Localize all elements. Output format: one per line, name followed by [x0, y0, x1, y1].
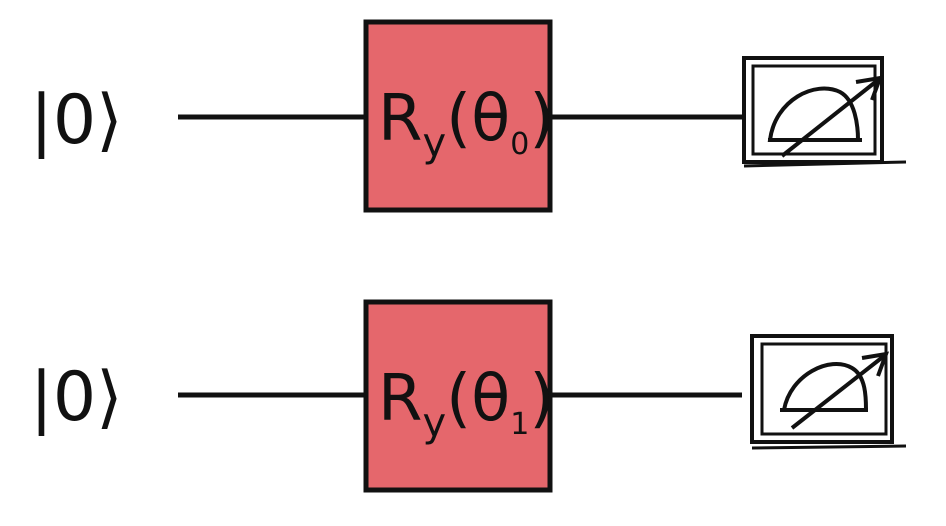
- gate-1-subscript: y: [422, 400, 446, 446]
- meter-icon: [742, 56, 907, 168]
- gate-1-open-paren: (: [446, 362, 471, 436]
- gate-1-param: θ: [471, 362, 510, 436]
- gate-0-param-index: 0: [510, 127, 529, 162]
- gate-1-name: R: [378, 362, 422, 436]
- gate-0-param: θ: [471, 82, 510, 156]
- qubit-row-1: |0⟩ Ry(θ1): [30, 299, 907, 493]
- gate-0-open-paren: (: [446, 82, 471, 156]
- input-state-1: |0⟩: [30, 358, 123, 437]
- qubit-row-0: |0⟩ Ry(θ0): [30, 19, 907, 213]
- ry-gate-1: [363, 299, 553, 493]
- gate-0-subscript: y: [422, 120, 446, 166]
- gate-1-param-index: 1: [510, 407, 529, 442]
- meter-icon: [750, 334, 907, 450]
- gate-0-name: R: [378, 82, 422, 156]
- gate-1-close-paren: ): [529, 362, 554, 436]
- input-state-0: |0⟩: [30, 81, 123, 160]
- ry-gate-0-label: Ry(θ0): [378, 82, 554, 166]
- ry-gate-1-label: Ry(θ1): [378, 362, 554, 446]
